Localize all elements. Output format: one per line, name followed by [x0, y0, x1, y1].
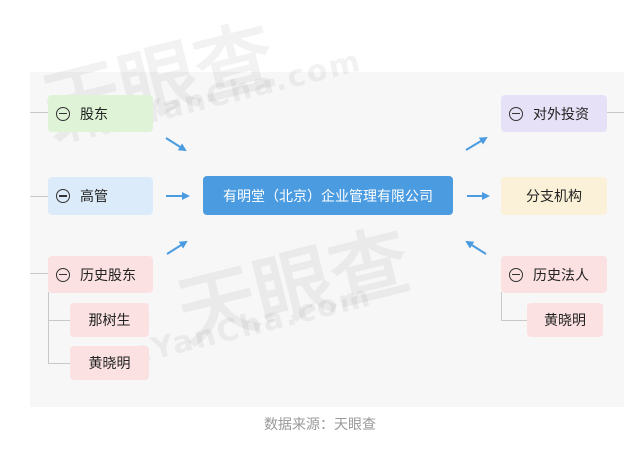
data-source-caption: 数据来源：天眼查: [264, 417, 376, 433]
node-label: 黄晓明: [88, 356, 131, 372]
connector-line: [30, 196, 48, 197]
connector-line: [30, 112, 48, 113]
collapse-icon[interactable]: [509, 106, 523, 121]
tree-line: [48, 320, 70, 321]
collapse-icon[interactable]: [56, 267, 70, 282]
node-history-shareholders[interactable]: 历史股东: [48, 256, 153, 293]
connector-line: [30, 273, 48, 274]
tree-line: [501, 292, 502, 320]
collapse-icon[interactable]: [56, 106, 70, 121]
node-label: 分支机构: [526, 189, 582, 205]
node-history-shareholder-child[interactable]: 黄晓明: [70, 346, 149, 380]
node-label: 股东: [80, 106, 108, 123]
node-label: 对外投资: [533, 106, 589, 123]
node-executives[interactable]: 高管: [48, 177, 153, 215]
connector-line: [607, 112, 624, 113]
node-label: 高管: [80, 189, 108, 205]
node-label: 黄晓明: [544, 313, 586, 329]
tree-line: [48, 363, 70, 364]
node-branches[interactable]: 分支机构: [501, 177, 607, 215]
company-name: 有明堂（北京）企业管理有限公司: [223, 188, 433, 205]
tree-line: [501, 320, 527, 321]
arrow-shareholders-to-company: [165, 137, 187, 152]
collapse-icon[interactable]: [509, 267, 523, 282]
node-label: 历史股东: [80, 267, 136, 284]
node-label: 历史法人: [533, 267, 589, 284]
node-investments[interactable]: 对外投资: [501, 95, 607, 132]
center-company-node[interactable]: 有明堂（北京）企业管理有限公司: [203, 176, 453, 215]
node-shareholders[interactable]: 股东: [48, 95, 153, 132]
arrow-company-to-investments: [465, 136, 488, 151]
tree-line: [48, 292, 49, 364]
node-history-legal-child[interactable]: 黄晓明: [527, 303, 603, 337]
arrow-history-shareholders-to-company: [166, 240, 188, 255]
node-history-legal[interactable]: 历史法人: [501, 256, 607, 293]
node-label: 那树生: [88, 313, 131, 329]
node-history-shareholder-child[interactable]: 那树生: [70, 303, 149, 337]
collapse-icon[interactable]: [56, 189, 70, 203]
arrow-legal-to-company: [465, 240, 487, 255]
